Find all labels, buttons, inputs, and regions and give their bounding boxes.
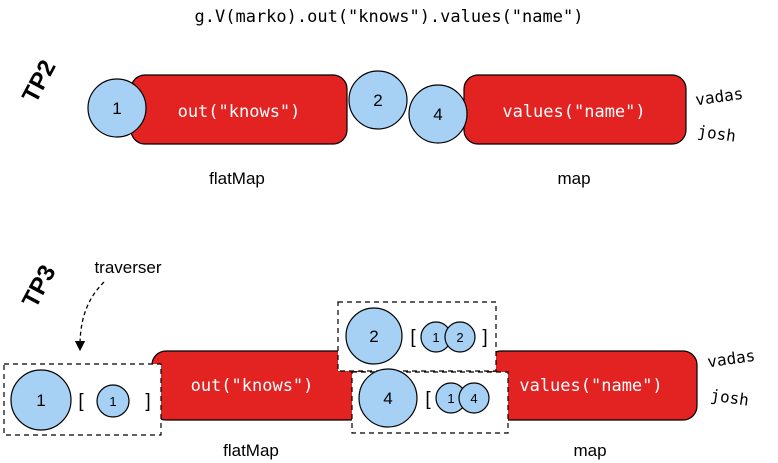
- tp3-input-bracket-open: [: [78, 391, 84, 412]
- tp3-map-step-label: values("name"): [519, 376, 662, 396]
- tp3-traverser-2-path-2-label: 2: [456, 330, 463, 345]
- tp3-traverser-4-path-1-label: 1: [447, 391, 454, 406]
- tp2-traverser-4: [408, 84, 468, 144]
- tp3-traverser-4-label: 4: [383, 389, 392, 408]
- tp3-flatmap-caption: flatMap: [223, 441, 279, 460]
- tp2-map-step-label: values("name"): [502, 102, 645, 122]
- tp3-map-caption: map: [573, 441, 606, 460]
- tp2-traverser-1-label: 1: [112, 99, 121, 118]
- tp3-traverser-2-bracket-open: [: [410, 327, 416, 348]
- tp3-traverser-2-bracket-close: ]: [482, 327, 487, 348]
- tp3-flatmap-step-label: out("knows"): [191, 376, 314, 396]
- tp2-flatmap-step-label: out("knows"): [178, 102, 301, 122]
- tp3-traverser-4-path-2-label: 4: [470, 391, 477, 406]
- tp3-input-bracket-close: ]: [145, 391, 150, 412]
- tp3-traverser-4-bracket-open: [: [425, 389, 431, 410]
- tp2-traverser-4-label: 4: [433, 105, 442, 124]
- tp2-section: TP2 out("knows") 1 values("name") 2 4 va…: [17, 56, 744, 188]
- tp2-label: TP2: [17, 56, 62, 108]
- tp2-traverser-2: [348, 70, 408, 130]
- tp3-input-traverser: [10, 369, 72, 431]
- traverser-callout-arrow: [74, 281, 105, 352]
- tp2-output-josh: josh: [696, 121, 737, 145]
- tp3-input-traverser-label: 1: [36, 391, 45, 410]
- tp3-input-path-1: [96, 384, 130, 418]
- traverser-callout-label: traverser: [94, 258, 161, 277]
- tp3-output-vadas: vadas: [706, 346, 756, 372]
- tp2-flatmap-caption: flatMap: [209, 169, 265, 188]
- tp2-output-vadas: vadas: [694, 84, 744, 110]
- tp3-traverser-2: [345, 307, 403, 365]
- code-title: g.V(marko).out("knows").values("name"): [195, 7, 584, 27]
- tp2-map-caption: map: [557, 169, 590, 188]
- tp3-input-path-1-label: 1: [109, 394, 116, 409]
- tp3-traverser-2-path-2: [444, 321, 476, 353]
- tp2-traverser-2-label: 2: [373, 91, 382, 110]
- tp3-traverser-2-path-1-label: 1: [432, 330, 439, 345]
- tp3-section: TP3 traverser out("knows") values("name"…: [3, 258, 756, 460]
- tp3-traverser-4-path-2: [458, 382, 490, 414]
- tp3-output-josh: josh: [709, 385, 750, 409]
- tp3-traverser-4: [358, 368, 418, 428]
- tp3-label: TP3: [17, 261, 62, 313]
- tp2-traverser-1: [87, 78, 147, 138]
- tp3-traverser-2-label: 2: [369, 327, 378, 346]
